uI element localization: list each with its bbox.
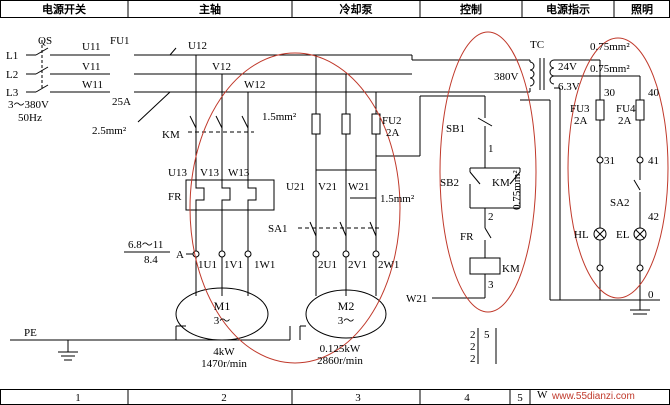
- label-wire-cool2: 1.5mm²: [380, 193, 415, 205]
- label-node-1: 1: [488, 143, 494, 155]
- label-m1-speed: 1470r/min: [201, 358, 247, 370]
- label-el: EL: [616, 229, 630, 241]
- label-fr-setting-bottom: 8.4: [144, 254, 158, 266]
- label-a: A: [176, 249, 184, 261]
- header-control: 控制: [460, 2, 482, 16]
- label-tc-6v3: 6.3V: [558, 81, 580, 93]
- label-node-2: 2: [488, 211, 494, 223]
- label-wire-cool: 1.5mm²: [262, 111, 297, 123]
- highlight-marks: [189, 31, 669, 364]
- label-sa1: SA1: [268, 223, 288, 235]
- label-supply-voltage: 3～380V: [8, 99, 49, 111]
- header-power-indicator: 电源指示: [546, 2, 590, 16]
- label-w21: W21: [348, 181, 369, 193]
- label-fu4-rating: 2A: [618, 115, 632, 127]
- footer-cell-4: 4: [464, 392, 470, 404]
- label-supply-freq: 50Hz: [18, 112, 42, 124]
- label-l1: L1: [6, 50, 18, 62]
- footer-cell-1: 1: [75, 392, 81, 404]
- label-fu1: FU1: [110, 35, 130, 47]
- label-fr-ctrl: FR: [460, 231, 474, 243]
- label-m1: M1: [214, 299, 231, 313]
- label-fu2-rating: 2A: [386, 127, 400, 139]
- label-w11: W11: [82, 79, 103, 91]
- label-1u1: 1U1: [198, 259, 217, 271]
- label-node-42: 42: [648, 211, 659, 223]
- label-u21: U21: [286, 181, 305, 193]
- label-m2: M2: [338, 299, 355, 313]
- header-power-switch: 电源开关: [42, 2, 86, 16]
- label-m1-power: 4kW: [213, 346, 235, 358]
- label-node-0: 0: [648, 289, 654, 301]
- label-wire-main: 2.5mm²: [92, 125, 127, 137]
- label-tc-24v: 24V: [558, 61, 577, 73]
- label-l3: L3: [6, 87, 19, 99]
- label-u11: U11: [82, 41, 101, 53]
- label-fu1-rating: 25A: [112, 96, 131, 108]
- label-fu3-rating: 2A: [574, 115, 588, 127]
- label-km-main: KM: [162, 129, 180, 141]
- label-fu3: FU3: [570, 103, 590, 115]
- label-hl: HL: [574, 229, 589, 241]
- label-2u1: 2U1: [318, 259, 337, 271]
- label-v13: V13: [200, 167, 219, 179]
- label-fu4: FU4: [616, 103, 636, 115]
- label-1w1: 1W1: [254, 259, 275, 271]
- label-v11: V11: [82, 61, 101, 73]
- label-km-aux: KM: [492, 177, 510, 189]
- label-km-coil: KM: [502, 263, 520, 275]
- label-w21-bottom: W21: [406, 293, 427, 305]
- label-tc: TC: [530, 39, 544, 51]
- header-coolant-pump: 冷却泵: [340, 2, 373, 16]
- label-m2-power: 0.125kW: [320, 343, 361, 355]
- label-node-40: 40: [648, 87, 660, 99]
- footer-cell-2: 2: [221, 392, 227, 404]
- label-pe: PE: [24, 327, 37, 339]
- label-sa2: SA2: [610, 197, 630, 209]
- label-m2-speed: 2860r/min: [317, 355, 363, 367]
- label-m1-phase: 3～: [214, 315, 231, 327]
- label-tc-in: 380V: [494, 71, 519, 83]
- label-v12: V12: [212, 61, 231, 73]
- label-ref-r2: 2: [470, 341, 476, 353]
- label-fr: FR: [168, 191, 182, 203]
- label-node-3: 3: [488, 279, 494, 291]
- label-node-41: 41: [648, 155, 659, 167]
- footer-cell-3: 3: [355, 392, 361, 404]
- label-w13: W13: [228, 167, 250, 179]
- label-ref-r1: 2: [470, 329, 476, 341]
- label-1v1: 1V1: [224, 259, 243, 271]
- footer-cell-5: 5: [517, 392, 523, 404]
- label-wire-ctrl: 0.75mm²: [511, 170, 523, 210]
- terminals: [192, 156, 644, 272]
- watermark: www.55dianzi.com: [551, 391, 635, 402]
- label-node-30: 30: [604, 87, 616, 99]
- label-node-31: 31: [604, 155, 615, 167]
- label-u12: U12: [188, 40, 207, 52]
- label-fr-setting-top: 6.8～11: [128, 239, 163, 251]
- label-sb1: SB1: [446, 123, 465, 135]
- label-l2: L2: [6, 69, 18, 81]
- header-spindle: 主轴: [199, 2, 221, 16]
- label-wire-small2: 0.75mm²: [590, 63, 630, 75]
- label-u13: U13: [168, 167, 187, 179]
- label-ref-c: 5: [484, 329, 490, 341]
- label-fu2: FU2: [382, 115, 402, 127]
- label-w12: W12: [244, 79, 265, 91]
- footer-extra: W: [537, 389, 548, 401]
- label-ref-r3: 2: [470, 353, 476, 365]
- label-2v1: 2V1: [348, 259, 367, 271]
- label-qs: QS: [38, 35, 52, 47]
- label-v21: V21: [318, 181, 337, 193]
- label-2w1: 2W1: [378, 259, 399, 271]
- header-lighting: 照明: [631, 3, 653, 16]
- wiring: [10, 40, 660, 364]
- label-sb2: SB2: [440, 177, 459, 189]
- label-wire-small1: 0.75mm²: [590, 41, 630, 53]
- label-m2-phase: 3～: [338, 315, 355, 327]
